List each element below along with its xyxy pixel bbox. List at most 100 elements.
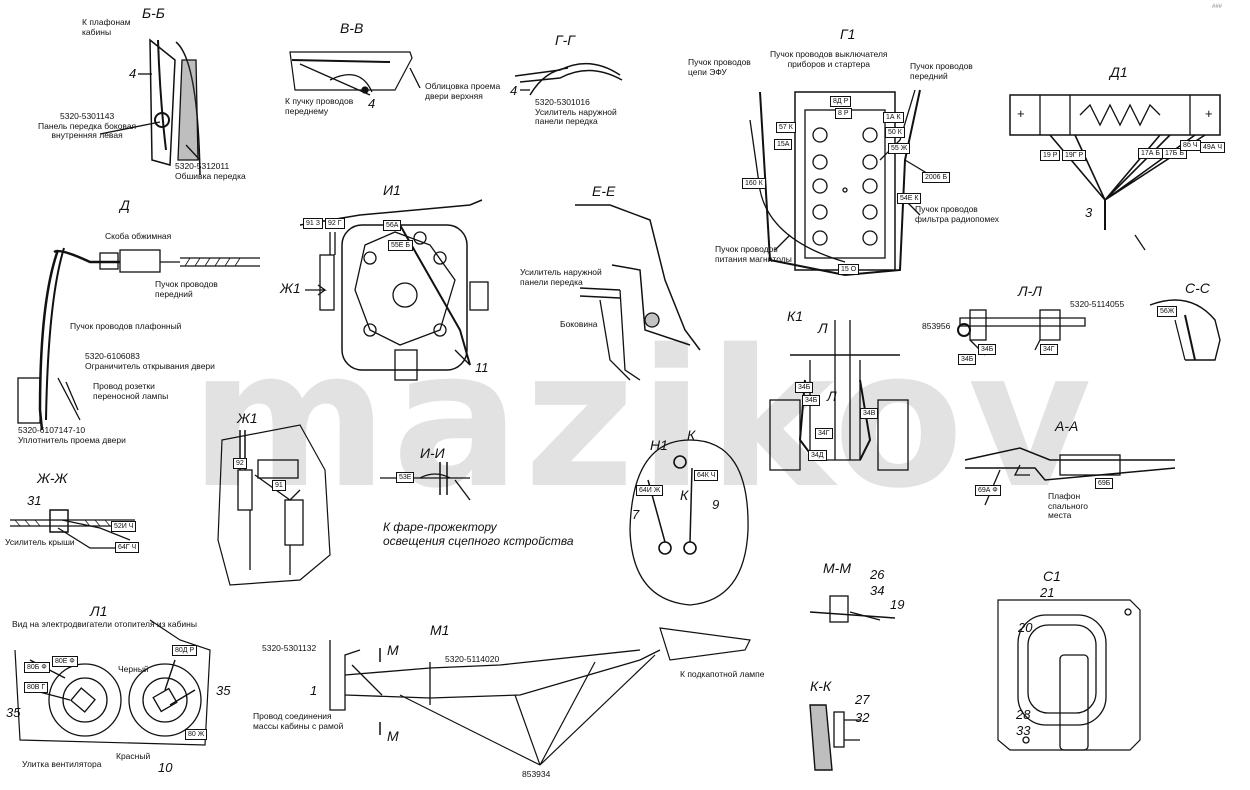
- section-title-n1: Н1: [650, 437, 668, 453]
- section-title-aa: А-А: [1055, 418, 1079, 434]
- section-mark-k2: К: [680, 487, 689, 503]
- section-i1-drawing: [299, 199, 489, 381]
- wire-tag: 80Б Ф: [24, 662, 50, 673]
- label-l1-black: Черный: [118, 664, 149, 674]
- wire-tag: 64Г Ч: [115, 542, 140, 553]
- wire-tag: 91: [272, 480, 286, 491]
- wire-tag: 52И Ч: [111, 521, 137, 532]
- section-zh1-drawing: [217, 424, 331, 586]
- wire-tag: 54Е К: [897, 193, 922, 204]
- wire-tag: 34Б: [978, 344, 997, 355]
- wire-tag: 17Б Б: [1162, 148, 1187, 159]
- callout-7: 7: [632, 507, 640, 522]
- label-d-socket: Провод розетки переносной лампы: [93, 381, 169, 401]
- label-ll-853956: 853956: [922, 321, 951, 331]
- label-m1-part2: 5320-5114020: [445, 654, 500, 664]
- wire-tag: 64И Ж: [636, 485, 664, 496]
- wire-tag: 50 К: [885, 127, 905, 138]
- wire-tag: 34Д: [808, 450, 827, 461]
- callout-27: 27: [855, 692, 870, 707]
- callout-31: 31: [27, 493, 42, 508]
- section-title-d1: Д1: [1110, 64, 1128, 80]
- label-gg-1: 5320-5301016 Усилитель наружной панели п…: [535, 97, 617, 126]
- callout-4b: 4: [368, 96, 376, 111]
- wire-tag: 17А Б: [1138, 148, 1163, 159]
- corner-tag: ###: [1212, 4, 1223, 10]
- section-ss-drawing: [1149, 299, 1221, 361]
- wire-tag: 80 Ж: [185, 729, 208, 740]
- label-m1-part1: 5320-5301132: [262, 643, 317, 653]
- label-g1-front: Пучок проводов передний: [910, 61, 973, 81]
- section-mark-m: М: [387, 642, 399, 658]
- section-title-ii: И-И: [420, 445, 445, 461]
- label-bb-part1: 5320-5301143 Панель передка боковая внут…: [38, 111, 137, 140]
- label-ee-amp: Усилитель наружной панели передка: [520, 267, 602, 287]
- plus-sign-right: +: [1205, 106, 1213, 121]
- wire-tag: 80Д Р: [172, 645, 198, 656]
- section-n1-drawing: [629, 439, 749, 606]
- label-d-seal: 5320-6107147-10 Уплотнитель проема двери: [18, 425, 126, 445]
- label-g1-efu: Пучок проводов цепи ЭФУ: [688, 57, 751, 77]
- section-aa-drawing: [964, 447, 1176, 506]
- wire-tag: 69Б: [1095, 478, 1114, 489]
- section-vv-drawing: [289, 51, 421, 96]
- wire-tag: 80Е Ф: [52, 656, 78, 667]
- callout-4a: 4: [129, 66, 137, 81]
- section-d-drawing: [17, 247, 260, 431]
- section-mark-k: К: [687, 427, 696, 443]
- wire-tag: 55 Ж: [888, 143, 911, 154]
- wire-tag: 92: [233, 458, 247, 469]
- label-vv-2: Облицовка проема двери верхняя: [425, 81, 501, 101]
- wire-tag: 19Г Р: [1062, 150, 1087, 161]
- wire-tag: 92 Г: [325, 218, 345, 229]
- label-ee-side: Боковина: [560, 319, 598, 329]
- section-d1-drawing: [1009, 94, 1221, 251]
- section-mark-l: Л: [818, 320, 828, 336]
- section-title-l1: Л1: [90, 603, 108, 619]
- section-title-vv: В-В: [340, 20, 364, 36]
- wire-tag: 56Ж: [1157, 306, 1178, 317]
- wire-tag: 56А: [383, 220, 402, 231]
- section-title-c1: С1: [1043, 568, 1061, 584]
- label-vv-1: К пучку проводов переднему: [285, 96, 354, 116]
- wire-tag: 34Б: [795, 382, 814, 393]
- label-d-front: Пучок проводов передний: [155, 279, 218, 299]
- section-title-ee: Е-Е: [592, 183, 616, 199]
- label-aa-ceiling: Плафон спального места: [1048, 491, 1089, 520]
- callout-28: 28: [1016, 707, 1031, 722]
- wire-tag: 34Г: [815, 428, 833, 439]
- label-m1-853934: 853934: [522, 769, 551, 779]
- plus-sign-left: +: [1017, 106, 1025, 121]
- wire-tag: 49А Ч: [1200, 142, 1226, 153]
- label-d-limiter: 5320-6106083 Ограничитель открывания две…: [85, 351, 215, 371]
- section-ll-drawing: [957, 309, 1086, 356]
- wire-tag: 57 К: [776, 122, 796, 133]
- wire-tag: 34Г: [1040, 344, 1058, 355]
- section-title-zhzh: Ж-Ж: [37, 470, 68, 486]
- section-ii-drawing: [380, 462, 471, 501]
- label-g1-filter: Пучок проводов фильтра радиопомех: [915, 204, 1000, 224]
- label-ll-part: 5320-5114055: [1070, 299, 1125, 309]
- callout-33: 33: [1016, 723, 1031, 738]
- label-bb-part2: 5320-5312011 Обшивка передка: [175, 161, 246, 181]
- callout-34: 34: [870, 583, 885, 598]
- section-title-ss: С-С: [1185, 280, 1210, 296]
- wire-tag: 34Б: [802, 395, 821, 406]
- wire-tag: 1А К: [883, 112, 904, 123]
- label-d-ceiling: Пучок проводов плафонный: [70, 321, 182, 331]
- label-m1-lamp: К подкапотной лампе: [680, 669, 765, 679]
- section-k1-drawing: [769, 320, 909, 471]
- label-l1-fan: Улитка вентилятора: [22, 759, 102, 769]
- section-mm-drawing: [809, 595, 896, 623]
- section-mark-m2: М: [387, 728, 399, 744]
- wire-tag: 19 Р: [1040, 150, 1061, 161]
- section-title-d: Д: [120, 197, 130, 213]
- callout-4c: 4: [510, 83, 518, 98]
- wire-tag: 8 Р: [835, 108, 852, 119]
- section-title-i1: И1: [383, 182, 401, 198]
- wire-tag: 80В Г: [24, 682, 49, 693]
- section-title-kk: К-К: [810, 678, 832, 694]
- callout-26: 26: [870, 567, 885, 582]
- wire-tag: 34Б: [958, 354, 977, 365]
